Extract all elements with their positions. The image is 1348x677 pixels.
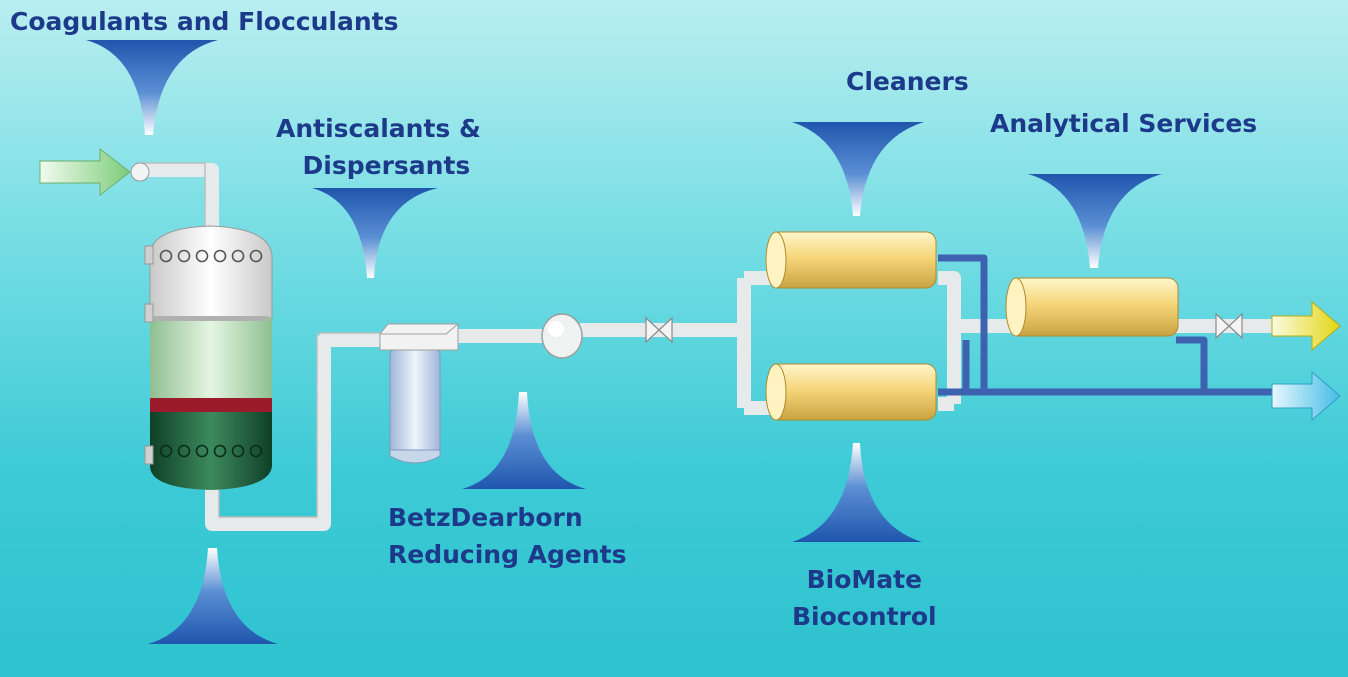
ro-membrane-lower	[765, 363, 937, 421]
funnel-icon	[1028, 174, 1162, 268]
label-analytical-services: Analytical Services	[990, 109, 1258, 138]
cartridge-filter	[379, 323, 459, 464]
label-biomate-line2: Biocontrol	[792, 602, 937, 631]
flow-arrow-icon	[39, 147, 131, 197]
valve-icon	[1215, 312, 1243, 340]
multimedia-filter-vessel	[130, 162, 273, 490]
flow-arrow-icon	[1271, 300, 1341, 352]
label-biomate-line1: BioMate	[806, 565, 923, 594]
funnel-icon	[792, 122, 924, 216]
label-antiscalants: Antiscalants & Dispersants	[276, 110, 481, 184]
label-coagulants: Coagulants and Flocculants	[10, 7, 399, 36]
high-pressure-pump	[541, 313, 583, 359]
flow-arrow-icon	[1271, 370, 1341, 422]
funnel-icon	[312, 188, 438, 278]
label-reducing-line2: Reducing Agents	[388, 540, 627, 569]
funnel-icon	[148, 548, 278, 644]
funnel-icon	[792, 443, 922, 542]
concentrate-pipe	[938, 254, 1272, 396]
label-reducing-agents: BetzDearborn Reducing Agents	[388, 499, 627, 573]
label-reducing-line1: BetzDearborn	[388, 503, 583, 532]
ro-membrane-second-pass	[1005, 277, 1179, 337]
label-biomate: BioMate Biocontrol	[792, 561, 937, 635]
funnel-icon	[462, 392, 586, 489]
feed-pipe	[140, 163, 1272, 531]
label-cleaners: Cleaners	[846, 67, 969, 96]
ro-membrane-upper	[765, 231, 937, 289]
label-antiscalants-line2: Dispersants	[302, 151, 471, 180]
funnel-icon	[86, 40, 218, 135]
label-antiscalants-line1: Antiscalants &	[276, 114, 481, 143]
valve-icon	[645, 316, 673, 344]
